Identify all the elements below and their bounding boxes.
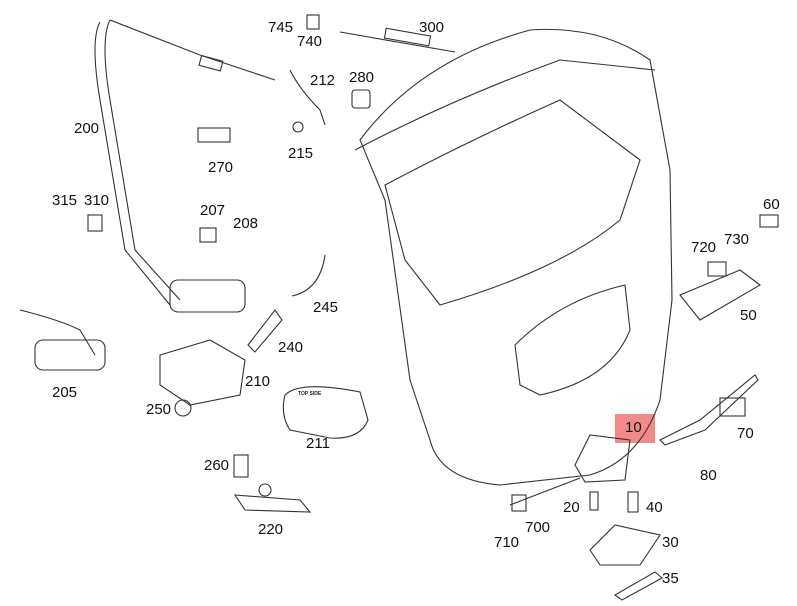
cover-211: [282, 386, 369, 439]
label-245[interactable]: 245: [313, 299, 339, 316]
label-80[interactable]: 80: [700, 467, 717, 484]
label-10[interactable]: 10: [625, 419, 642, 436]
label-208[interactable]: 208: [233, 215, 259, 232]
label-700[interactable]: 700: [525, 519, 551, 536]
label-710[interactable]: 710: [494, 534, 520, 551]
actuator-205: [34, 339, 106, 371]
label-310[interactable]: 310: [84, 192, 110, 209]
label-270[interactable]: 270: [208, 159, 234, 176]
label-205[interactable]: 205: [52, 384, 78, 401]
label-220[interactable]: 220: [258, 521, 284, 538]
label-215[interactable]: 215: [288, 145, 314, 162]
module-210: [159, 339, 246, 406]
tailgate: [359, 28, 673, 486]
highlight-part-10[interactable]: [615, 414, 655, 443]
label-740[interactable]: 740: [297, 33, 323, 50]
label-40[interactable]: 40: [646, 499, 663, 516]
label-35[interactable]: 35: [662, 570, 679, 587]
label-200[interactable]: 200: [74, 120, 100, 137]
label-300[interactable]: 300: [419, 19, 445, 36]
label-211[interactable]: 211: [306, 435, 330, 452]
label-210[interactable]: 210: [245, 373, 271, 390]
label-315[interactable]: 315: [52, 192, 78, 209]
license-plate-recess: [514, 284, 631, 396]
label-212[interactable]: 212: [310, 72, 336, 89]
label-730[interactable]: 730: [724, 231, 750, 248]
label-60[interactable]: 60: [763, 196, 780, 213]
label-280[interactable]: 280: [349, 69, 375, 86]
label-720[interactable]: 720: [691, 239, 717, 256]
tailgate-window: [384, 99, 641, 306]
label-250[interactable]: 250: [146, 401, 172, 418]
label-207[interactable]: 207: [200, 202, 226, 219]
label-50[interactable]: 50: [740, 307, 757, 324]
label-20[interactable]: 20: [563, 499, 580, 516]
label-70[interactable]: 70: [737, 425, 754, 442]
label-30[interactable]: 30: [662, 534, 679, 551]
cable-200: [94, 19, 276, 306]
label-745[interactable]: 745: [268, 19, 294, 36]
top-side-marking: TOP SIDE: [298, 391, 322, 397]
label-260[interactable]: 260: [204, 457, 230, 474]
label-240[interactable]: 240: [278, 339, 304, 356]
